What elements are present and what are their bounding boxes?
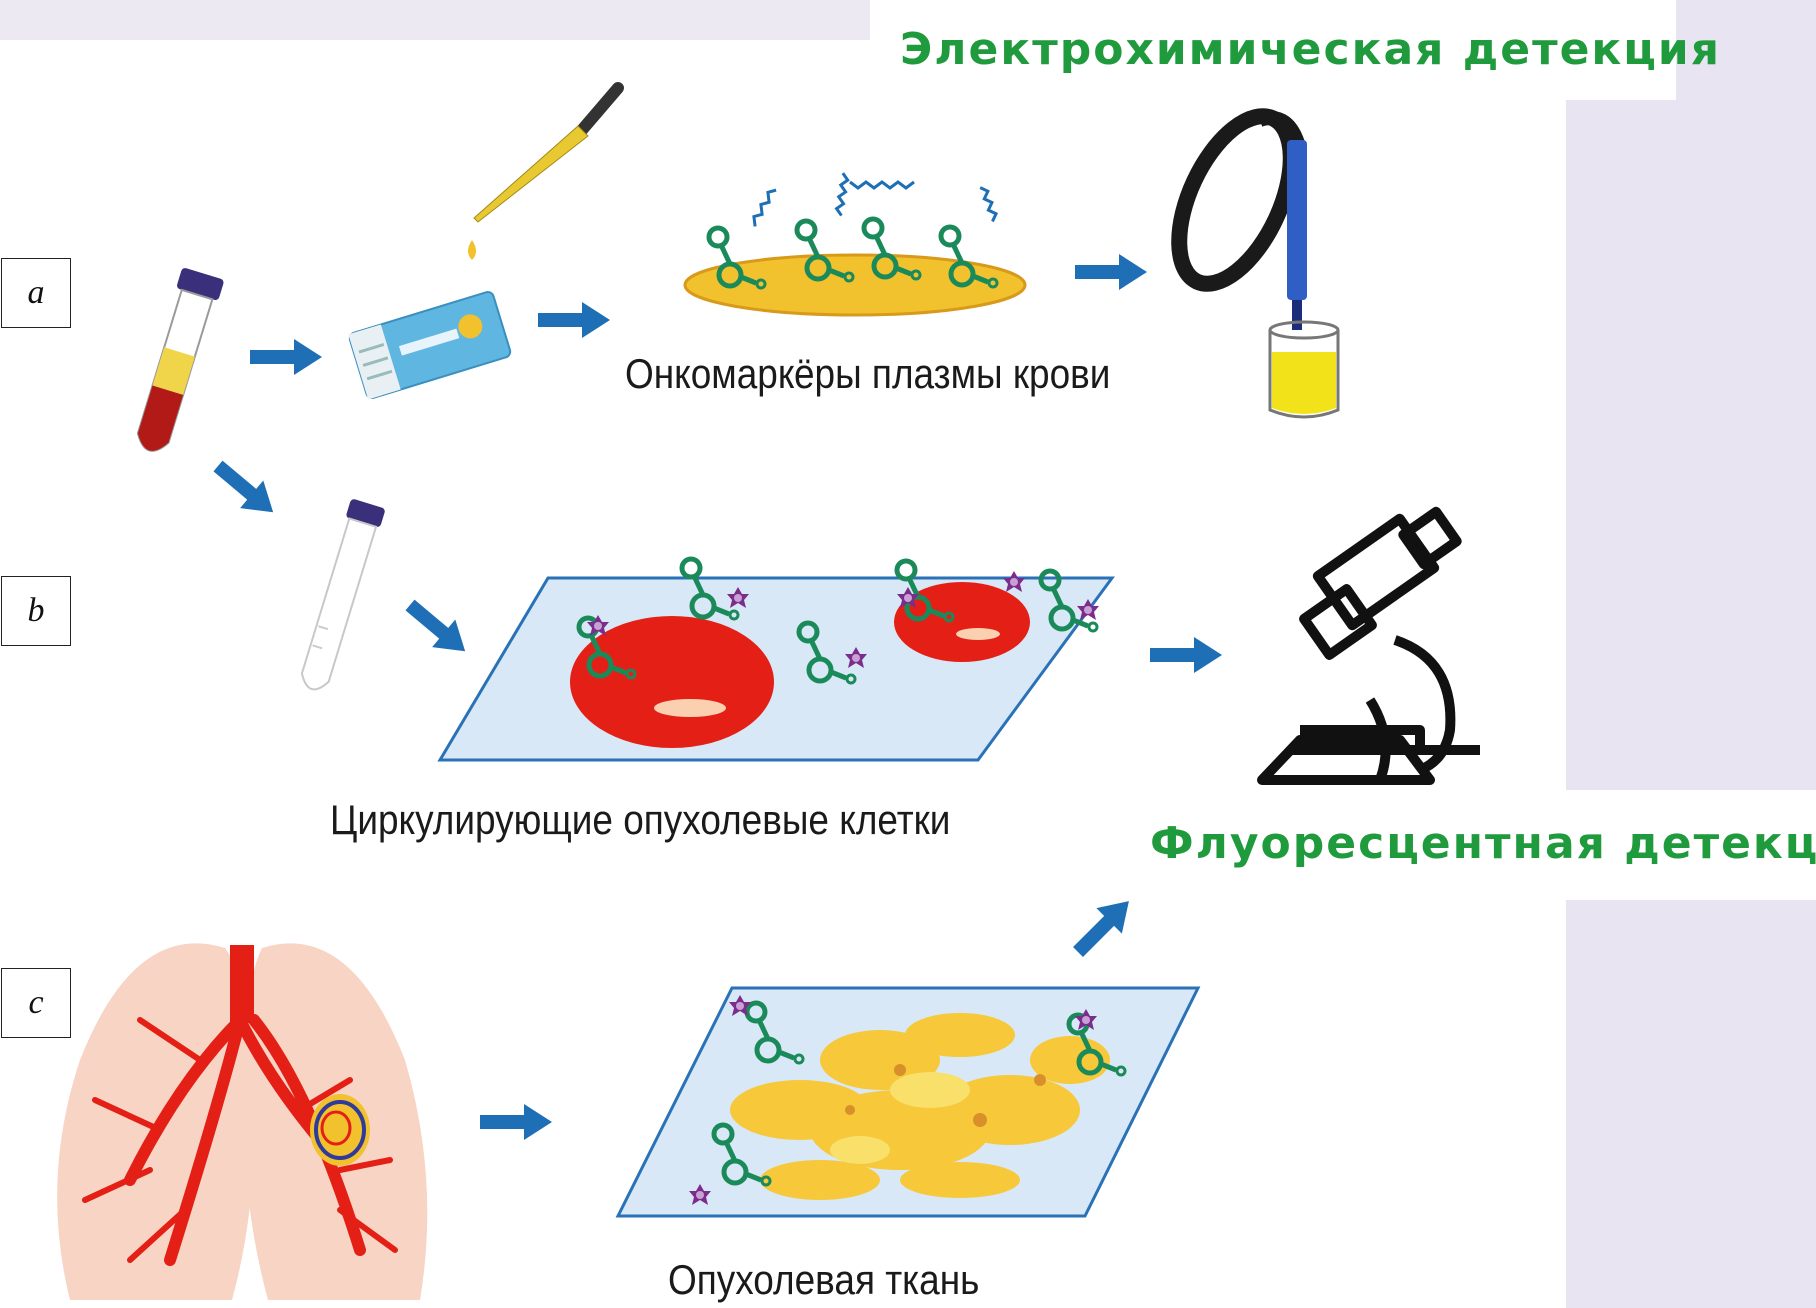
plasma-markers-caption: Онкомаркёры плазмы крови — [625, 350, 1111, 397]
circulating-cells-slide — [437, 559, 1115, 762]
top-right-panel — [1676, 0, 1816, 100]
right-side-panel-lower — [1566, 900, 1816, 1308]
tumor-tissue-slide — [615, 986, 1201, 1218]
arrow-electrode-to-sensor — [1075, 254, 1147, 290]
tumor-icon — [310, 1094, 370, 1166]
arrow-tissue-to-microscope — [1065, 888, 1142, 965]
top-left-band — [0, 0, 870, 40]
circulating-cells-caption: Циркулирующие опухолевые клетки — [330, 796, 951, 843]
pipette-icon — [468, 82, 624, 260]
arrow-tube-to-slide — [398, 591, 477, 666]
arrow-lungs-to-slide — [480, 1104, 552, 1140]
row-label-c: c — [1, 968, 71, 1038]
empty-tube-icon — [300, 499, 385, 691]
blood-tube-icon — [136, 268, 224, 452]
arrow-tube-to-strip — [250, 339, 322, 375]
arrow-strip-to-electrode — [538, 302, 610, 338]
lungs-icon — [57, 943, 428, 1300]
right-side-panel-upper — [1566, 100, 1816, 790]
microscope-icon — [1257, 506, 1480, 785]
electrode-aptamer-icon — [683, 172, 1027, 317]
fluorescent-detection-title: Флуоресцентная детекция — [1150, 818, 1816, 869]
electrochemical-sensor-icon — [1171, 108, 1340, 419]
arrow-tube-to-row-b — [206, 452, 285, 527]
row-label-a: a — [1, 258, 71, 328]
electrochemical-detection-title: Электрохимическая детекция — [900, 24, 1721, 75]
tumor-tissue-caption: Опухолевая ткань — [668, 1256, 980, 1303]
arrow-slide-to-microscope — [1150, 637, 1222, 673]
row-label-b: b — [1, 576, 71, 646]
test-strip-icon — [348, 291, 512, 400]
